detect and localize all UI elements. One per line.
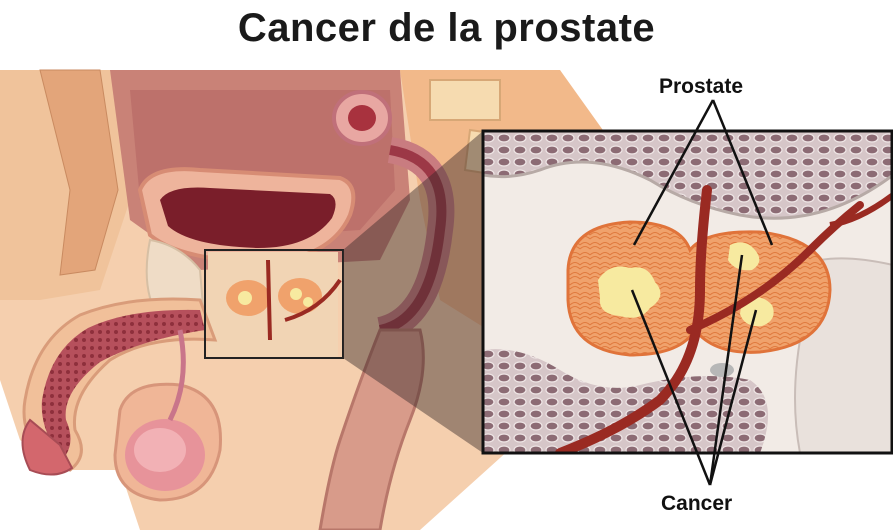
prostate-small [208, 252, 340, 357]
vertebra-1 [430, 80, 500, 120]
ejaculatory-duct [710, 363, 734, 377]
cancer-label: Cancer [658, 492, 735, 516]
prostate-label: Prostate [656, 75, 746, 99]
prostate-inset [483, 131, 893, 453]
